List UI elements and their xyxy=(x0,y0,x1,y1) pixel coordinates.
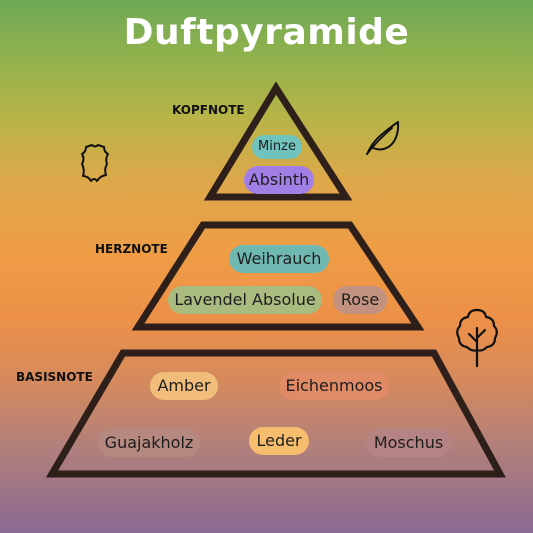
tier-label-top: KOPFNOTE xyxy=(172,103,245,117)
note-guajakholz: Guajakholz xyxy=(98,429,200,457)
note-leder: Leder xyxy=(249,427,309,455)
pyramid-tier-middle xyxy=(131,221,425,331)
note-absinth: Absinth xyxy=(244,166,314,194)
note-amber: Amber xyxy=(150,372,218,400)
note-rose: Rose xyxy=(333,286,387,314)
tier-label-bottom: BASISNOTE xyxy=(16,370,93,384)
pyramid-tier-top xyxy=(203,81,353,201)
note-eichenmoos: Eichenmoos xyxy=(279,372,389,400)
note-moschus: Moschus xyxy=(366,429,451,457)
leather-icon xyxy=(81,144,109,182)
leaf-icon xyxy=(366,121,400,155)
note-minze: Minze xyxy=(252,135,302,159)
pyramid-tier-bottom xyxy=(45,349,506,478)
note-lavendel-absolue: Lavendel Absolue xyxy=(168,286,322,314)
note-weihrauch: Weihrauch xyxy=(229,245,329,273)
tree-icon xyxy=(456,308,498,368)
page-title: Duftpyramide xyxy=(123,12,410,53)
tier-label-middle: HERZNOTE xyxy=(95,242,168,256)
